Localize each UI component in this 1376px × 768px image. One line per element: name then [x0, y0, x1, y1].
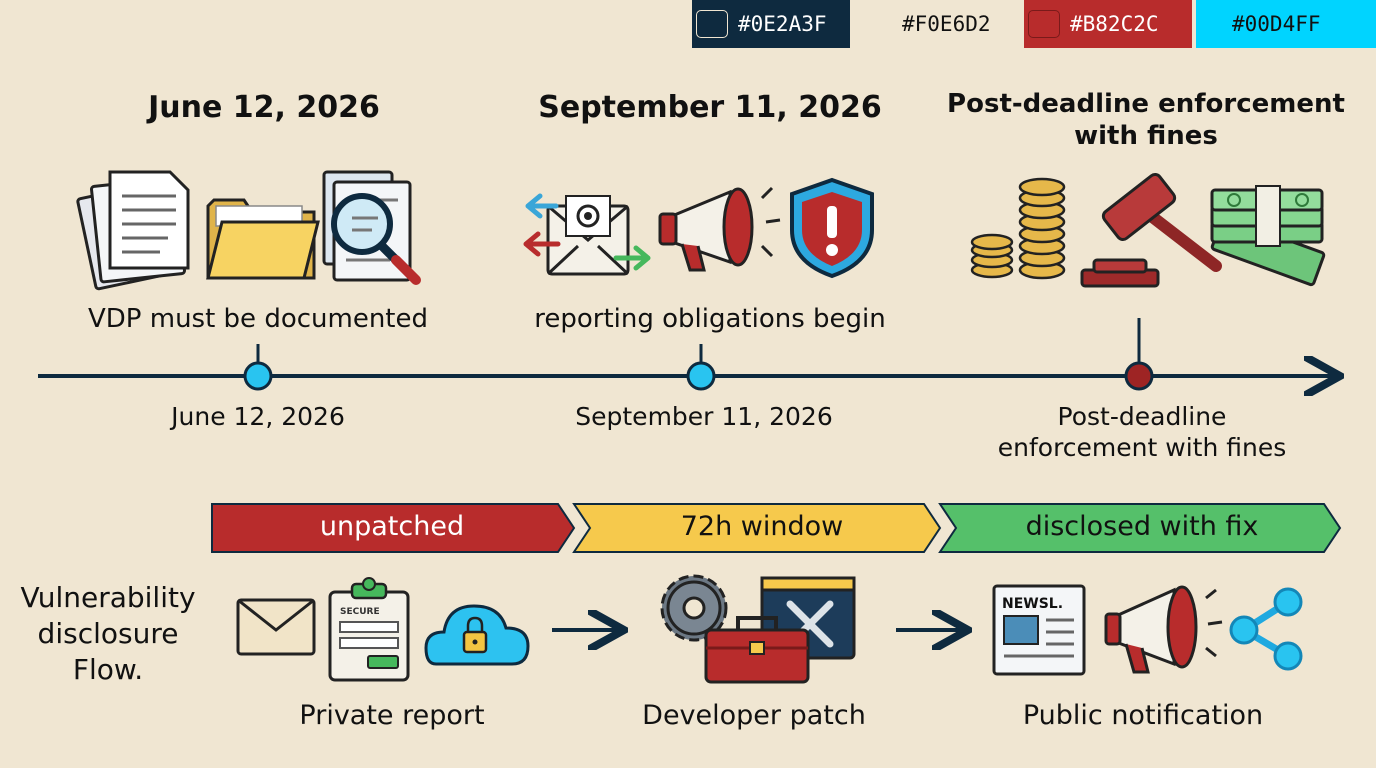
cloud-lock-icon	[424, 604, 530, 666]
milestone-3-axis-label-line-1: Post-deadline	[1057, 402, 1227, 431]
phase-72h-window-label: 72h window	[680, 511, 844, 542]
milestone-1-heading: June 12, 2026	[148, 90, 380, 125]
milestone-3-axis-label: Post-deadline enforcement with fines	[998, 401, 1287, 463]
milestone-1-axis-label: June 12, 2026	[171, 402, 345, 431]
palette-chip	[1196, 10, 1202, 38]
palette-chip	[1028, 10, 1060, 38]
newspaper-icon: NEWSL.	[992, 584, 1086, 676]
palette-swatch-cream: #F0E6D2	[860, 0, 1020, 48]
milestone-3-axis-label-line-2: enforcement with fines	[997, 433, 1287, 462]
palette-chip	[860, 10, 892, 38]
flow-title-line-3: Flow.	[72, 653, 144, 686]
toolbox-icon	[704, 616, 810, 684]
newspaper-text: NEWSL.	[1002, 596, 1063, 612]
email-exchange-icon	[523, 193, 651, 276]
secure-clipboard-icon: SECURE	[328, 577, 410, 682]
milestone-3-marker	[1124, 361, 1154, 391]
phase-unpatched-label: unpatched	[319, 511, 465, 542]
envelope-icon	[236, 598, 316, 656]
share-icon	[1229, 587, 1303, 671]
palette-label: #0E2A3F	[738, 12, 827, 36]
phase-disclosed-label: disclosed with fix	[1025, 511, 1259, 542]
coins-icon	[970, 177, 1066, 280]
megaphone-icon	[658, 186, 781, 272]
warning-shield-icon	[790, 177, 874, 279]
phase-unpatched-banner	[211, 503, 576, 553]
secure-clipboard-text: SECURE	[340, 607, 380, 617]
palette-swatch-red: #B82C2C	[1024, 0, 1192, 48]
palette-swatch-cyan: #00D4FF	[1196, 0, 1376, 48]
palette-label: #F0E6D2	[902, 12, 991, 36]
flow-title: Vulnerability disclosure Flow.	[20, 580, 196, 688]
milestone-2-heading: September 11, 2026	[538, 90, 882, 125]
gear-icon	[660, 574, 728, 642]
phase-disclosed-banner	[938, 503, 1342, 553]
flow-title-line-2: disclosure	[37, 617, 179, 650]
gavel-icon	[1080, 172, 1222, 288]
magnifier-icon	[322, 170, 421, 285]
palette-label: #00D4FF	[1232, 12, 1321, 36]
flow-step-developer-patch-label: Developer patch	[642, 700, 866, 731]
flow-title-line-1: Vulnerability	[20, 581, 196, 614]
documents-icon	[76, 170, 190, 291]
cash-stack-icon	[1210, 185, 1326, 287]
folder-icon	[206, 198, 320, 280]
milestone-3-heading-line-1: Post-deadline enforcement	[947, 89, 1345, 119]
milestone-2-marker	[686, 361, 716, 391]
palette-chip	[696, 10, 728, 38]
flow-step-private-report-label: Private report	[299, 700, 485, 731]
phase-72h-window-banner	[572, 503, 942, 553]
milestone-1-marker	[243, 361, 273, 391]
milestone-3-heading: Post-deadline enforcement with fines	[947, 88, 1345, 152]
palette-swatch-navy: #0E2A3F	[692, 0, 850, 48]
milestone-3-heading-line-2: with fines	[1074, 121, 1218, 151]
milestone-2-axis-label: September 11, 2026	[575, 402, 833, 431]
palette-label: #B82C2C	[1070, 12, 1159, 36]
milestone-2-caption: reporting obligations begin	[534, 304, 886, 334]
announcement-megaphone-icon	[1104, 585, 1223, 674]
milestone-1-caption: VDP must be documented	[87, 304, 429, 334]
flow-step-public-notification-label: Public notification	[1022, 700, 1264, 731]
